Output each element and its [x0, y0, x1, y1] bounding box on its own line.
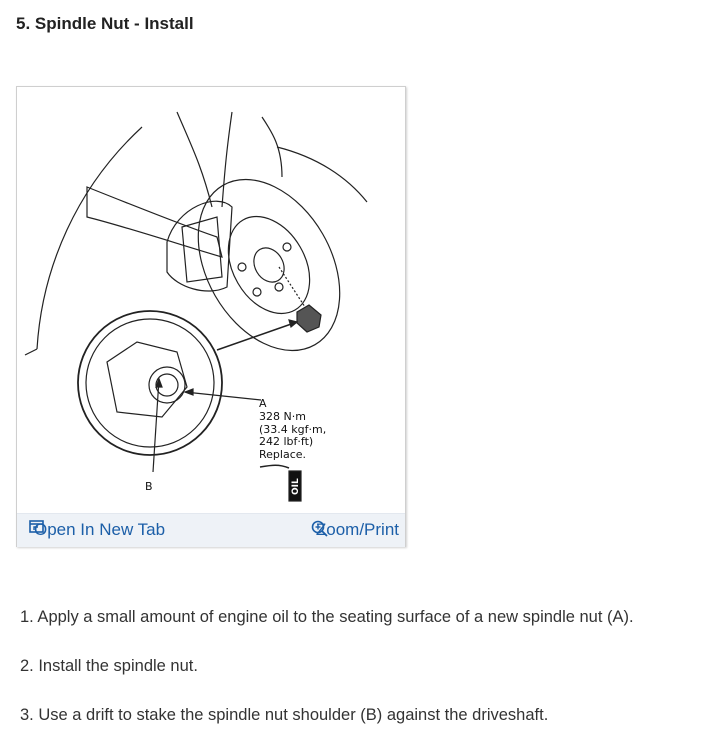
spindle-nut-small-shape	[296, 304, 322, 333]
callout-a-torque-1: 328 N·m	[259, 410, 306, 423]
oil-can-shape	[288, 470, 302, 502]
spindle-nut-diagram: A 328 N·m (33.4 kgf·m, 242 lbf·ft) Repla…	[24, 111, 368, 502]
zoom-print-label: Zoom/Print	[315, 520, 399, 539]
instruction-steps: 1. Apply a small amount of engine oil to…	[20, 606, 634, 753]
page-title: 5. Spindle Nut - Install	[16, 14, 194, 33]
nut-hexagon-shape	[106, 341, 188, 418]
caliper-shape	[166, 200, 233, 292]
brake-disc-shape	[197, 178, 341, 352]
step-item: 3. Use a drift to stake the spindle nut …	[20, 706, 549, 724]
step-item: 1. Apply a small amount of engine oil to…	[20, 608, 634, 626]
callout-a-note: Replace.	[259, 448, 306, 461]
callout-a-torque-3: 242 lbf·ft)	[259, 435, 313, 448]
figure-card: A 328 N·m (33.4 kgf·m, 242 lbf·ft) Repla…	[16, 86, 406, 547]
callout-a-label: A	[259, 397, 267, 410]
open-in-new-tab-label: Open In New Tab	[34, 520, 166, 539]
body-outline-line	[36, 126, 143, 350]
oil-tag-text: OIL	[291, 478, 301, 495]
callout-b-label: B	[145, 480, 153, 493]
figure-toolbar: Open In New Tab Zoom/Print	[17, 513, 405, 547]
suspension-arm-shape	[86, 186, 223, 258]
open-in-new-tab-button[interactable]: Open In New Tab	[29, 520, 165, 540]
callout-a-torque-2: (33.4 kgf·m,	[259, 423, 326, 436]
detail-circle-shape	[77, 310, 223, 456]
zoom-print-button[interactable]: Zoom/Print	[311, 520, 399, 540]
step-item: 2. Install the spindle nut.	[20, 657, 198, 675]
